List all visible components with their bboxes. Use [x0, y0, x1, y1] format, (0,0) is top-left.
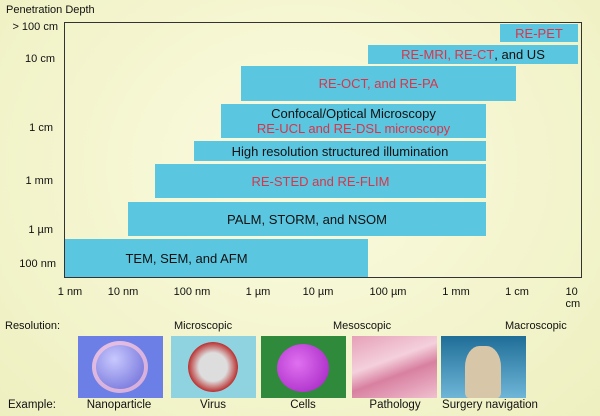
bar-pet: RE-PET — [500, 24, 578, 42]
cells-image — [261, 336, 346, 398]
example-cells: Cells — [290, 399, 316, 411]
bar-sim: High resolution structured illumination — [194, 141, 486, 161]
bar-oct-pa: RE-OCT, and RE-PA — [241, 66, 516, 101]
x-tick: 1 mm — [442, 286, 470, 298]
x-tick: 10 nm — [107, 286, 139, 298]
bar-sted-flim: RE-STED and RE-FLIM — [155, 164, 486, 198]
bar-label: , and US — [494, 47, 545, 62]
resolution-label: Resolution: — [5, 320, 61, 332]
resolution-microscopic: Microscopic — [174, 320, 233, 332]
bar-mri-ct-us: RE-MRI, RE-CT, and US — [368, 45, 578, 64]
example-virus: Virus — [200, 399, 226, 411]
x-tick: 100 µm — [369, 286, 407, 298]
bar-label: Confocal/Optical Microscopy — [271, 106, 436, 121]
x-tick: 10 µm — [302, 286, 334, 298]
example-pathology: Pathology — [369, 399, 421, 411]
y-tick: 1 µm — [28, 224, 53, 236]
x-tick: 1 nm — [57, 286, 83, 298]
virus-image — [171, 336, 256, 398]
x-tick: 100 nm — [173, 286, 211, 298]
plot-frame — [64, 22, 582, 278]
surgery-hand-image — [441, 336, 526, 398]
y-tick: 100 nm — [19, 258, 56, 270]
bar-label-red: RE-UCL and RE-DSL microscopy — [256, 121, 451, 136]
x-tick: 1 cm — [505, 286, 529, 298]
example-nanoparticle: Nanoparticle — [86, 399, 152, 411]
y-tick: 10 cm — [25, 53, 55, 65]
resolution-macroscopic: Macroscopic — [505, 320, 567, 332]
resolution-mesoscopic: Mesoscopic — [333, 320, 392, 332]
y-tick: 1 cm — [29, 122, 53, 134]
bar-palm-storm-nsom: PALM, STORM, and NSOM — [128, 202, 486, 236]
y-tick: > 100 cm — [12, 21, 58, 33]
x-tick: 10 cm — [565, 286, 581, 310]
nanoparticle-image — [78, 336, 163, 398]
example-surgery-navigation: Surgery navigation — [442, 399, 538, 411]
pathology-image — [352, 336, 437, 398]
y-tick: 1 mm — [25, 175, 54, 187]
y-axis-title: Penetration Depth — [6, 4, 95, 16]
bar-tem-sem-afm: TEM, SEM, and AFM — [65, 239, 368, 277]
bar-label-red: RE-MRI, RE-CT — [401, 47, 495, 62]
x-tick: 1 µm — [245, 286, 271, 298]
example-label: Example: — [8, 399, 56, 411]
